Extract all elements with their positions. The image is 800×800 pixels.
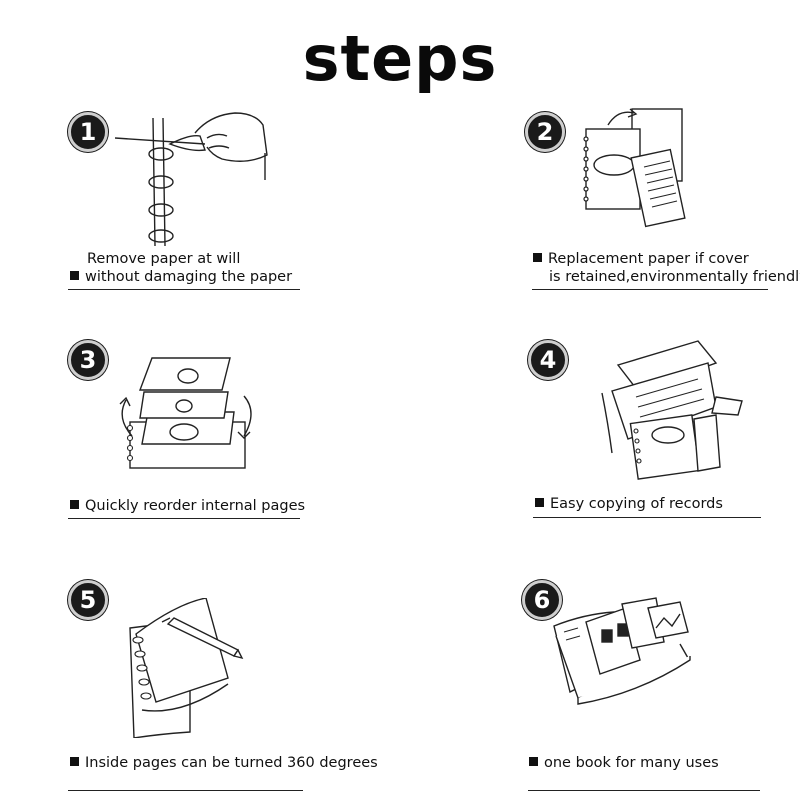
step-3-caption: Quickly reorder internal pages [70, 497, 305, 515]
step-number-badge: 5 [68, 580, 108, 620]
bullet-icon [70, 500, 79, 509]
multi-use-book-icon [552, 596, 702, 706]
photocopier-icon [598, 335, 748, 485]
notebook-360-pen-icon [122, 598, 262, 738]
bullet-icon [70, 271, 79, 280]
divider [532, 289, 768, 290]
caption-line: Remove paper at will [87, 251, 241, 267]
caption-line: Easy copying of records [550, 496, 723, 512]
caption-line: one book for many uses [544, 755, 719, 771]
binder-rings-hand-icon [115, 108, 275, 248]
bullet-icon [529, 757, 538, 766]
divider [68, 518, 300, 519]
divider [68, 289, 300, 290]
notebook-replace-paper-icon [580, 105, 690, 235]
step-2-caption: Replacement paper if cover is retained,e… [533, 250, 800, 286]
bullet-icon [70, 757, 79, 766]
divider [68, 790, 303, 791]
step-5-caption: Inside pages can be turned 360 degrees [70, 754, 378, 772]
step-6-caption: one book for many uses [529, 754, 719, 772]
divider [533, 517, 761, 518]
step-number-badge: 3 [68, 340, 108, 380]
caption-line: Replacement paper if cover [548, 251, 749, 267]
caption-line: Quickly reorder internal pages [85, 498, 306, 514]
step-1-caption: Remove paper at will without damaging th… [70, 250, 292, 286]
step-number-badge: 2 [525, 112, 565, 152]
page-title: steps [302, 22, 498, 95]
step-number-badge: 6 [522, 580, 562, 620]
divider [528, 790, 760, 791]
step-4-caption: Easy copying of records [535, 495, 723, 513]
bullet-icon [535, 498, 544, 507]
caption-line: is retained,environmentally friendly [549, 269, 800, 285]
caption-line: Inside pages can be turned 360 degrees [85, 755, 378, 771]
reorder-pages-icon [112, 352, 262, 477]
bullet-icon [533, 253, 542, 262]
step-number-badge: 4 [528, 340, 568, 380]
caption-line: without damaging the paper [85, 269, 293, 285]
step-number-badge: 1 [68, 112, 108, 152]
